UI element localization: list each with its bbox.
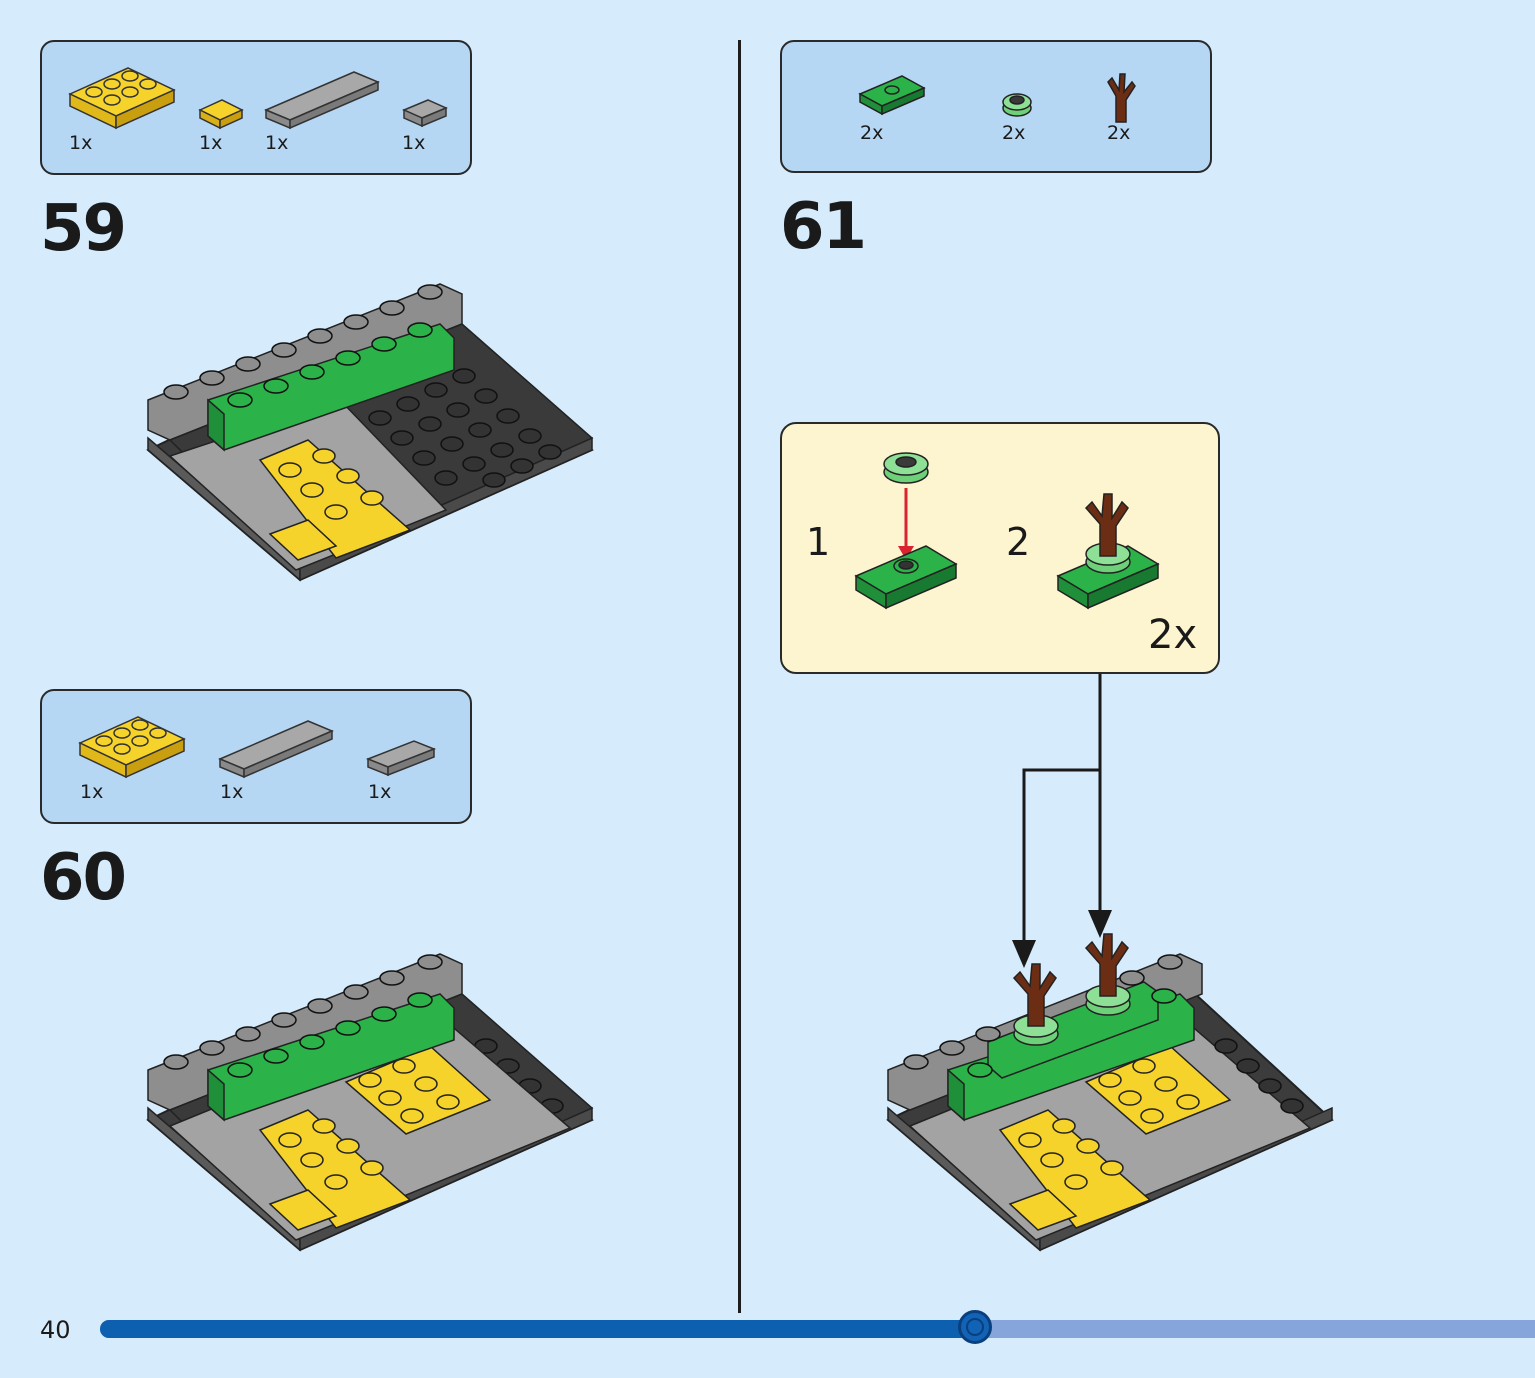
green-plate-1x2-icon: [858, 75, 926, 116]
subassembly-callout: 1 2 2x: [780, 422, 1220, 674]
progress-bar-fill: [100, 1320, 976, 1338]
yellow-tile-1x1-icon: [198, 99, 244, 130]
part-quantity: 1x: [402, 132, 426, 154]
gray-tile-1x4-icon: [365, 740, 437, 777]
part-quantity: 1x: [368, 781, 392, 803]
sub-step-2-illustration: [1056, 493, 1160, 610]
yellow-plate-2x3-icon: [78, 716, 186, 779]
tree-trunk-icon: [1107, 73, 1136, 123]
step-59-model: [146, 283, 594, 582]
step-60-parts-box: 1x 1x 1x: [40, 689, 472, 824]
gray-tile-1x6-icon: [218, 720, 334, 779]
step-61-model: [886, 933, 1334, 1252]
part-quantity: 2x: [860, 122, 884, 144]
page-number: 40: [40, 1316, 71, 1344]
progress-knob: [958, 1310, 993, 1344]
step-60-number: 60: [40, 841, 127, 915]
part-quantity: 1x: [199, 132, 223, 154]
part-quantity: 1x: [69, 132, 93, 154]
part-quantity: 1x: [80, 781, 104, 803]
sub-step-1-illustration: [854, 452, 958, 610]
sub-step-number: 2: [1006, 520, 1031, 564]
sub-step-number: 1: [806, 520, 831, 564]
gray-tile-1x2-icon: [402, 99, 448, 128]
step-60-model: [146, 953, 594, 1252]
step-59-number: 59: [40, 192, 127, 266]
progress-bar: [100, 1310, 1535, 1344]
step-61-number: 61: [780, 190, 867, 264]
yellow-plate-2x3-icon: [68, 67, 176, 130]
part-quantity: 1x: [220, 781, 244, 803]
part-quantity: 1x: [265, 132, 289, 154]
subassembly-multiplier: 2x: [1148, 612, 1198, 658]
page-divider: [738, 40, 741, 1313]
part-quantity: 2x: [1107, 122, 1131, 144]
gray-tile-1x6-icon: [264, 71, 380, 130]
green-round-plate-icon: [1002, 93, 1032, 117]
step-59-parts-box: 1x 1x 1x 1x: [40, 40, 472, 175]
step-61-parts-box: 2x 2x 2x: [780, 40, 1212, 173]
callout-connector-arrows: [1012, 674, 1112, 968]
part-quantity: 2x: [1002, 122, 1026, 144]
